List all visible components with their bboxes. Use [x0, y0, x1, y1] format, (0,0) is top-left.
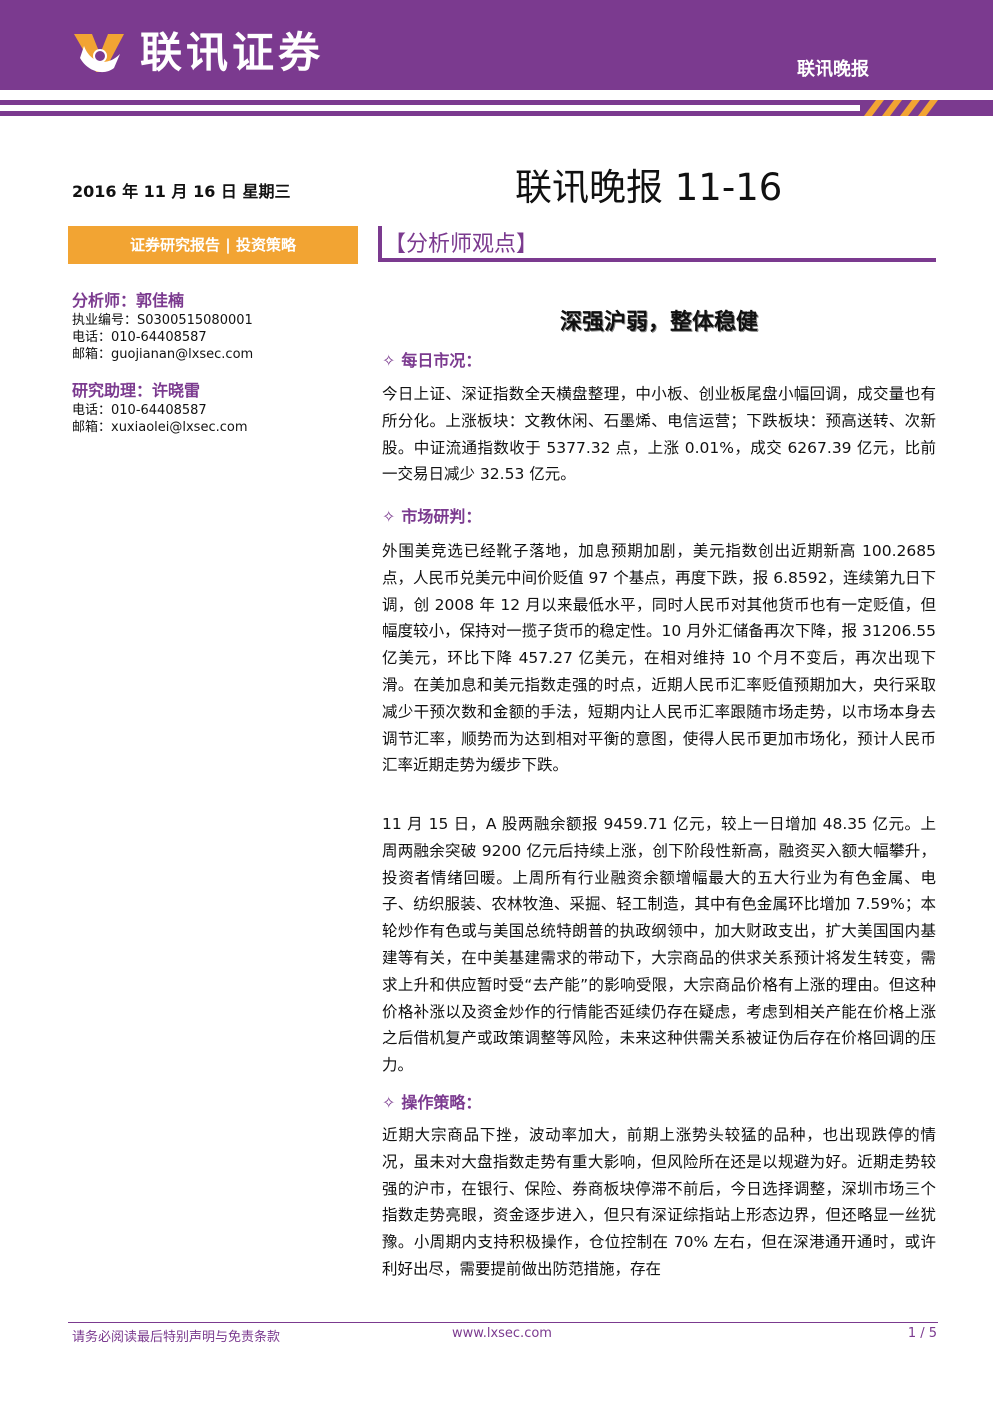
- paragraph: 11 月 15 日，A 股两融余额报 9459.71 亿元，较上一日增加 48.…: [382, 815, 936, 1075]
- subheading-label: 市场研判：: [401, 507, 482, 526]
- brand-name: 联讯证券: [140, 28, 325, 77]
- diamond-bullet-icon: ✧: [382, 1093, 396, 1112]
- report-title: 联讯晚报 11-16: [515, 166, 783, 209]
- footer-website-link[interactable]: www.lxsec.com: [452, 1326, 552, 1341]
- footer-disclaimer[interactable]: 请务必阅读最后特别声明与免责条款: [72, 1330, 281, 1345]
- diamond-bullet-icon: ✧: [382, 351, 396, 370]
- diamond-bullet-icon: ✧: [382, 507, 396, 526]
- subheading-strategy: ✧ 操作策略：: [382, 1089, 481, 1113]
- subheading-label: 每日市况：: [401, 351, 482, 370]
- header-band: 联讯证券 联讯晚报: [0, 0, 993, 90]
- analyst-license: 执业编号：S0300515080001: [72, 313, 253, 328]
- main-headline: 深强沪弱，整体稳健: [559, 309, 758, 335]
- subheading-label: 操作策略：: [401, 1093, 482, 1112]
- assistant-block: 研究助理：许晓雷 电话：010-64408587 邮箱：xuxiaolei@lx…: [72, 380, 362, 436]
- footer-divider: [68, 1322, 938, 1323]
- header-report-type: 联讯晚报: [797, 59, 869, 80]
- analyst-email: 邮箱：guojianan@lxsec.com: [72, 347, 254, 362]
- report-category-box: 证券研究报告 | 投资策略: [68, 226, 358, 264]
- subheading-market-analysis: ✧ 市场研判：: [382, 503, 481, 527]
- header-stripe-band: [0, 100, 993, 116]
- report-date: 2016 年 11 月 16 日 星期三: [72, 182, 291, 201]
- analyst-name: 分析师：郭佳楠: [72, 291, 185, 310]
- paragraph: 今日上证、深证指数全天横盘整理，中小板、创业板尾盘小幅回调，成交量也有所分化。上…: [382, 385, 936, 484]
- assistant-email: 邮箱：xuxiaolei@lxsec.com: [72, 420, 248, 435]
- assistant-name: 研究助理：许晓雷: [72, 381, 201, 400]
- company-logo-icon: [74, 34, 124, 73]
- analyst-phone: 电话：010-64408587: [72, 330, 207, 345]
- section-label-analyst-view: 【分析师观点】: [378, 226, 936, 262]
- paragraph: 外围美竞选已经靴子落地，加息预期加剧，美元指数创出近期新高 100.2685 点…: [382, 542, 936, 775]
- paragraph: 近期大宗商品下挫，波动率加大，前期上涨势头较猛的品种，也出现跌停的情况，虽未对大…: [382, 1126, 936, 1278]
- analyst-block: 分析师：郭佳楠 执业编号：S0300515080001 电话：010-64408…: [72, 290, 362, 363]
- assistant-phone: 电话：010-64408587: [72, 403, 207, 418]
- page-number: 1 / 5: [907, 1326, 937, 1341]
- subheading-daily-market: ✧ 每日市况：: [382, 347, 481, 371]
